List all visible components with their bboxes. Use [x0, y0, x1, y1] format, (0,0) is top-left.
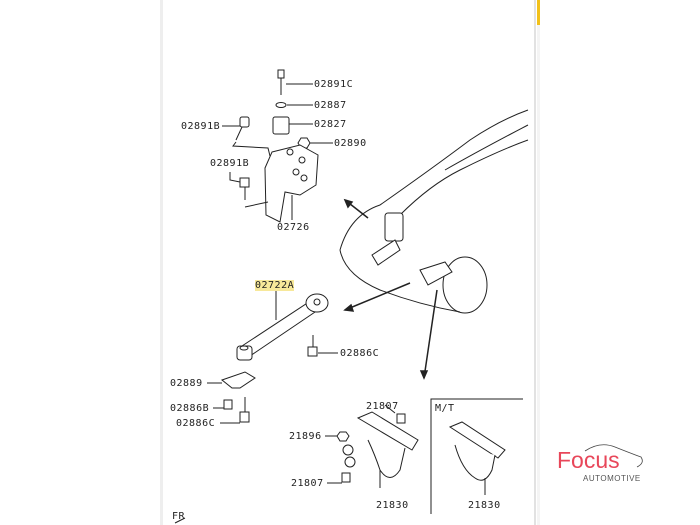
bracket-02889 [207, 371, 256, 389]
fr-arrow-icon [174, 517, 186, 524]
part-label[interactable]: 21830 [468, 500, 501, 511]
transmission-mount-21830 [325, 404, 419, 488]
part-label[interactable]: 02827 [314, 119, 347, 130]
car-outline [339, 109, 529, 314]
part-label[interactable]: 02886C [340, 348, 380, 359]
part-label[interactable]: 21896 [289, 431, 322, 442]
bolt-02891b-b [229, 172, 269, 208]
bolt-02891c [277, 69, 313, 95]
washer-02887 [275, 102, 313, 108]
logo-subtitle: AUTOMOTIVE [583, 474, 641, 483]
part-label[interactable]: 21830 [376, 500, 409, 511]
part-label[interactable]: 02887 [314, 100, 347, 111]
part-label[interactable]: 02886C [176, 418, 216, 429]
scrollbar-thumb[interactable] [537, 0, 540, 25]
part-label[interactable]: 02886B [170, 403, 210, 414]
part-label[interactable]: 02891C [314, 79, 354, 90]
focus-automotive-logo: Focus AUTOMOTIVE [555, 443, 655, 488]
car-silhouette-icon [584, 444, 643, 468]
part-label[interactable]: 21807 [366, 401, 399, 412]
part-label[interactable]: 02891B [181, 121, 221, 132]
torque-rod-02722a [236, 290, 329, 361]
engine-mount-02726 [264, 144, 319, 223]
part-label-highlighted[interactable]: 02722A [255, 280, 295, 291]
part-label[interactable]: 02890 [334, 138, 367, 149]
part-label[interactable]: 21807 [291, 478, 324, 489]
arrows [343, 198, 438, 380]
logo-name: Focus [557, 447, 620, 473]
part-label[interactable]: 02891B [210, 158, 250, 169]
scrollbar-track[interactable] [537, 0, 540, 525]
inset-title: M/T [435, 403, 455, 414]
mt-inset [430, 398, 523, 514]
front-indicator: FR [172, 511, 186, 522]
bolt-02886c-a [307, 335, 338, 357]
bolts-02886b-c [213, 397, 250, 424]
bolt-02891b-a [222, 116, 271, 157]
bushing-02827 [272, 116, 313, 135]
part-label[interactable]: 02889 [170, 378, 203, 389]
part-label[interactable]: 02726 [277, 222, 310, 233]
